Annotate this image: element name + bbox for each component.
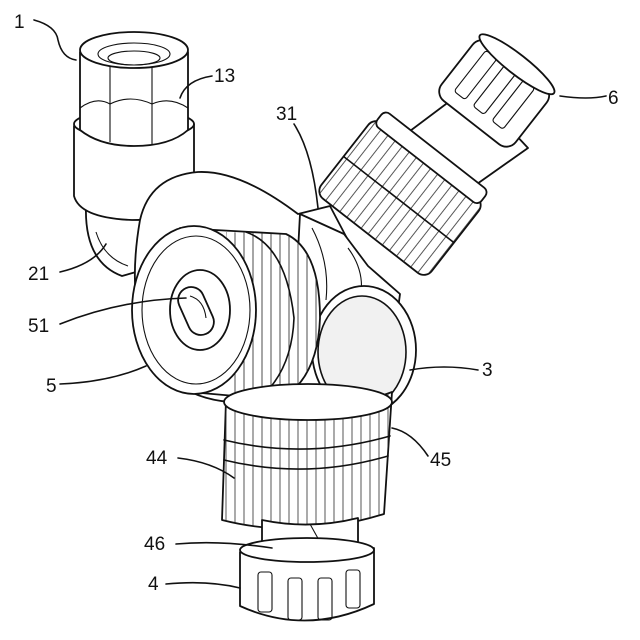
label-51: 51 — [28, 316, 49, 337]
label-45: 45 — [430, 450, 451, 471]
label-1: 1 — [14, 12, 25, 33]
label-21: 21 — [28, 264, 49, 285]
label-6: 6 — [608, 88, 619, 109]
label-46: 46 — [144, 534, 165, 555]
label-44: 44 — [146, 448, 168, 469]
label-4: 4 — [148, 574, 159, 595]
front-knob — [132, 226, 320, 400]
label-3: 3 — [482, 360, 493, 381]
label-5: 5 — [46, 376, 57, 397]
right-outlet-assembly — [315, 27, 560, 278]
lower-assembly — [222, 384, 392, 621]
label-31: 31 — [276, 104, 297, 125]
label-13: 13 — [214, 66, 235, 87]
